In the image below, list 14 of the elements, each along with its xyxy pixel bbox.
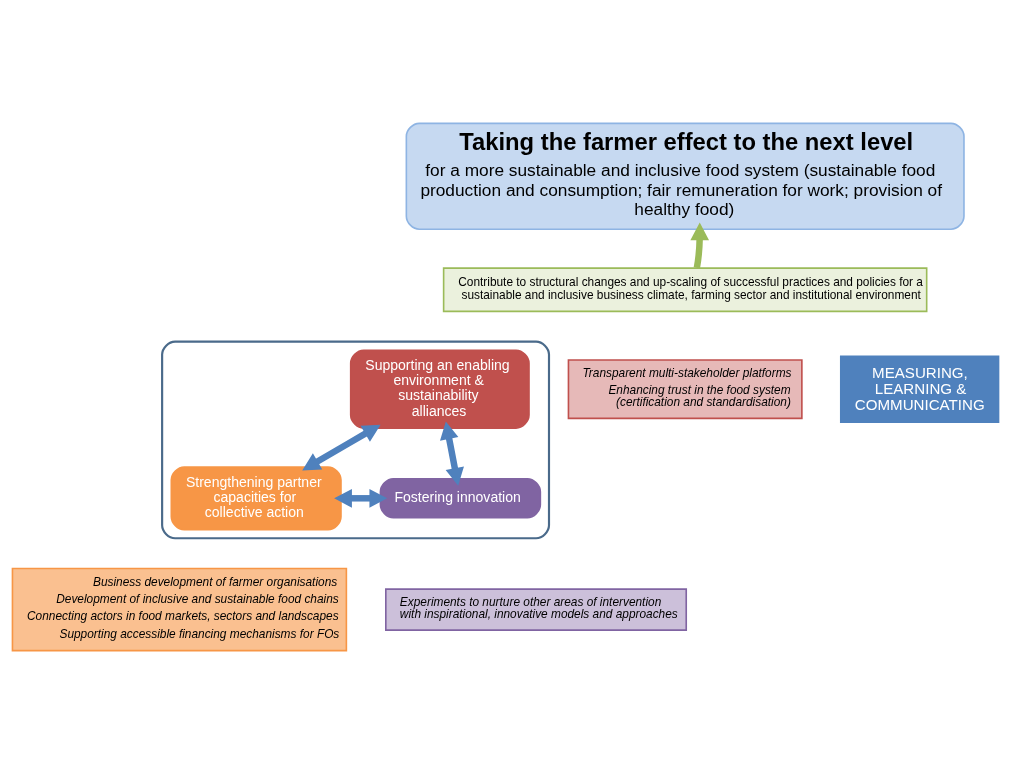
arrow bbox=[302, 424, 381, 470]
node-box: Strengthening partner capacities for collective action bbox=[170, 465, 342, 530]
node-box: Supporting an enabling environment & sustainability alliances bbox=[349, 348, 530, 429]
node-box: MEASURING, LEARNING & COMMUNICATING bbox=[839, 354, 1000, 423]
node-box: Contribute to structural changes and up-scaling of successful practices and policies for a sustainable and inclusive business climate, farming sector and institutional environment bbox=[442, 266, 928, 312]
arrow bbox=[334, 488, 388, 508]
node-box: Business development of farmer organisations Development of inclusive and sustainable food chains Connecting actors in food markets, sectors and landscapes Supporting accessible financing mechanisms for FOs bbox=[11, 567, 348, 651]
cluster bbox=[161, 340, 551, 539]
node-box: Fostering innovation bbox=[379, 477, 542, 519]
arrow bbox=[690, 221, 710, 268]
node-box: Transparent multi-stakeholder platforms Enhancing trust in the food system (certification and standardisation) bbox=[567, 358, 803, 419]
node-box: Taking the farmer effect to the next level for a more sustainable and inclusive food system (sustainable food production and consumption; fair remuneration for work; provision of healthy food) bbox=[405, 122, 965, 230]
arrow bbox=[440, 420, 464, 486]
node-box: Experiments to nurture other areas of intervention with inspirational, innovative models and approaches bbox=[385, 587, 688, 631]
